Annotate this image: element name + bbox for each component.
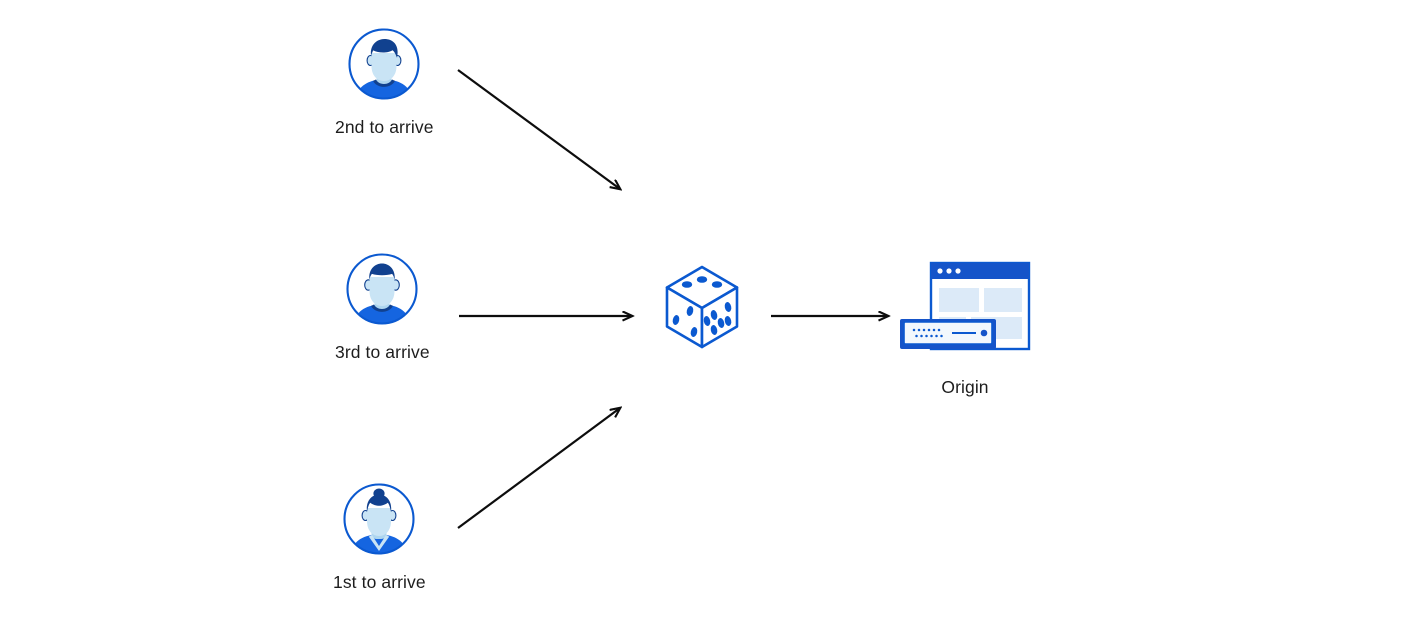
user-avatar-icon — [346, 253, 418, 325]
user-label-3rd: 3rd to arrive — [335, 342, 430, 362]
user-label-2nd: 2nd to arrive — [335, 117, 434, 137]
user-label-1st: 1st to arrive — [333, 572, 426, 592]
arrow-top-user-to-dice — [457, 69, 620, 189]
arrow-bottom-user-to-dice — [457, 408, 620, 529]
node-user-1st-to-arrive: 1st to arrive — [333, 482, 426, 592]
origin-label: Origin — [941, 377, 989, 397]
server-device-icon — [900, 319, 996, 349]
origin-server-icon — [900, 261, 1031, 351]
user-avatar-icon — [348, 28, 420, 100]
node-user-3rd-to-arrive: 3rd to arrive — [335, 252, 430, 362]
node-origin-server: Origin — [895, 255, 1035, 397]
node-dice-randomizer — [663, 264, 741, 350]
node-user-2nd-to-arrive: 2nd to arrive — [335, 27, 434, 137]
user-avatar-icon — [343, 483, 415, 555]
dice-icon — [665, 265, 739, 349]
